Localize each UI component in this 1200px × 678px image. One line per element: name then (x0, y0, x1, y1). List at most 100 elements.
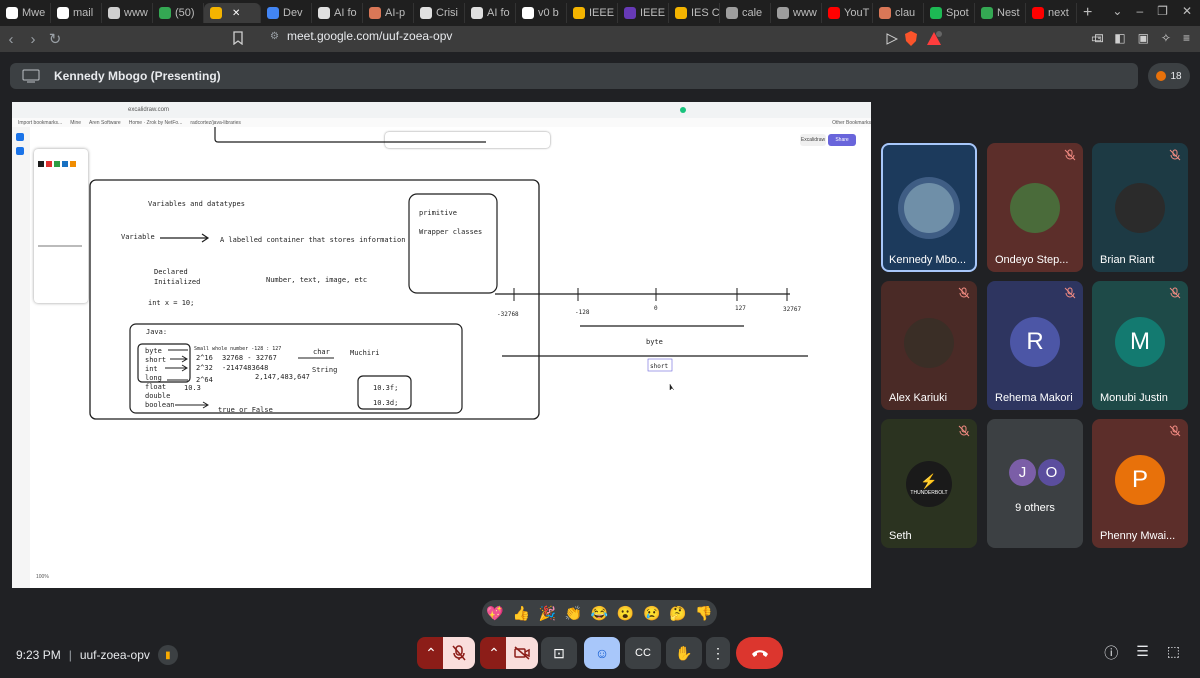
leave-call-button[interactable] (736, 637, 783, 669)
reactions-button[interactable]: ☺ (584, 637, 620, 669)
tab-close-icon[interactable]: ✕ (232, 7, 241, 19)
raise-hand-button[interactable]: ✋ (666, 637, 702, 669)
reaction-emoji[interactable]: 😮 (616, 604, 635, 621)
browser-tab[interactable]: cale (720, 3, 771, 23)
mic-button[interactable] (443, 637, 475, 669)
excalidraw-canvas[interactable]: Excalidraw Share 100% (30, 127, 871, 588)
forward-icon[interactable]: › (30, 30, 36, 48)
excalidraw-toolbar[interactable] (385, 132, 550, 148)
more-options-button[interactable]: ⋮ (706, 637, 730, 669)
color-swatches[interactable] (38, 161, 76, 167)
participant-tile[interactable]: Brian Riant (1092, 143, 1188, 272)
present-button[interactable]: ⊡ (541, 637, 577, 669)
wallet-icon[interactable]: ▣ (1137, 31, 1149, 45)
restore-icon[interactable]: ❐ (1157, 4, 1168, 18)
participant-tile[interactable]: Alex Kariuki (881, 281, 977, 410)
chat-icon[interactable]: ☰ (1136, 643, 1149, 659)
participant-name: Phenny Mwai... (1100, 530, 1176, 542)
extensions-icon[interactable]: ✧ (1160, 31, 1171, 45)
participant-tile[interactable]: Kennedy Mbo... (881, 143, 977, 272)
shared-sidebar-icon (16, 133, 24, 141)
browser-tab[interactable]: AI-p (363, 3, 414, 23)
zoom-control[interactable]: 100% (36, 574, 49, 580)
activities-icon[interactable]: ⬚ (1166, 643, 1180, 659)
site-info-icon[interactable]: ⚙ (270, 30, 279, 42)
new-tab-button[interactable]: + (1083, 4, 1093, 21)
reaction-emoji[interactable]: 🤔 (669, 604, 687, 621)
url-field[interactable]: ⚙ meet.google.com/uuf-zoea-opv (270, 29, 452, 43)
host-controls-icon[interactable]: ▮ (157, 645, 178, 665)
browser-tab[interactable]: IEEE (618, 3, 669, 23)
send-icon[interactable] (886, 33, 898, 45)
split-view-icon[interactable]: ◧ (1114, 31, 1126, 45)
browser-tab[interactable]: Crisi (414, 3, 465, 23)
browser-tab[interactable]: www (771, 3, 822, 23)
browser-tab[interactable]: IEEE (567, 3, 618, 23)
browser-tab[interactable]: clau (873, 3, 924, 23)
back-icon[interactable]: ‹ (8, 30, 14, 48)
browser-tab[interactable]: Mwe (0, 3, 51, 23)
sidebar-icon[interactable]: ▭ (1090, 31, 1103, 45)
reaction-emoji[interactable]: 🎉 (538, 604, 556, 621)
reload-icon[interactable]: ↻ (48, 31, 62, 48)
reaction-emoji[interactable]: 😂 (590, 604, 609, 621)
tab-label: AI fo (334, 7, 357, 19)
browser-tab[interactable]: Dev (261, 3, 312, 23)
reaction-emoji[interactable]: 💖 (486, 604, 504, 621)
browser-tab[interactable]: YouT (822, 3, 873, 23)
opacity-slider[interactable] (38, 245, 82, 247)
browser-tab[interactable]: v0 b (516, 3, 567, 23)
window-controls: ⌄ – ❐ ✕ (1112, 4, 1192, 18)
tick-label-5: 32767 (783, 306, 801, 313)
browser-tab[interactable]: ✕ (204, 3, 261, 23)
browser-tab[interactable]: AI fo (312, 3, 363, 23)
reaction-emoji[interactable]: 👍 (512, 604, 530, 621)
mic-muted-icon (1169, 149, 1181, 161)
brave-shield-icon[interactable] (904, 31, 918, 46)
camera-off-icon (514, 646, 530, 660)
browser-tab[interactable]: AI fo (465, 3, 516, 23)
share-button[interactable]: Share (828, 134, 856, 146)
minimize-icon[interactable]: – (1136, 4, 1144, 18)
camera-button[interactable] (506, 637, 538, 669)
favicon-icon (1032, 7, 1044, 19)
pow64-text: 2^64 (196, 376, 213, 384)
bookmark-icon[interactable] (232, 31, 244, 45)
range64-text: 2,147,483,647 (255, 373, 310, 381)
participant-tile[interactable]: Ondeyo Step... (987, 143, 1083, 272)
tab-search-icon[interactable]: ⌄ (1112, 4, 1123, 18)
browser-tab[interactable]: (50) (153, 3, 204, 23)
browser-tab[interactable]: next (1026, 3, 1077, 23)
browser-tab[interactable]: www (102, 3, 153, 23)
rewards-icon[interactable] (926, 31, 942, 46)
menu-icon[interactable]: ≡ (1182, 31, 1190, 45)
reaction-emoji[interactable]: 😢 (642, 604, 661, 621)
close-window-icon[interactable]: ✕ (1181, 4, 1192, 18)
browser-tab[interactable]: Nest (975, 3, 1026, 23)
screenshot-icon[interactable]: ⊡ (1093, 31, 1104, 45)
tab-label: cale (742, 7, 763, 19)
reaction-emoji[interactable]: 👎 (695, 604, 713, 621)
browser-tab[interactable]: IES C (669, 3, 720, 23)
tab-label: mail (73, 7, 94, 19)
browser-tab[interactable]: Spot (924, 3, 975, 23)
video-options-button[interactable]: ⌃ (480, 637, 508, 669)
participants-button[interactable]: 18 (1148, 63, 1190, 89)
library-button[interactable]: Excalidraw (800, 134, 826, 146)
type-short: short (145, 356, 166, 364)
reaction-emoji[interactable]: 👏 (564, 604, 583, 621)
address-bar: ‹ › ↻ ⚙ meet.google.com/uuf-zoea-opv ▭ ◧… (0, 26, 1200, 52)
code-text: int x = 10; (148, 299, 194, 307)
types-box (137, 343, 191, 383)
browser-tab[interactable]: mail (51, 3, 102, 23)
captions-button[interactable]: CC (625, 637, 661, 669)
properties-panel[interactable] (34, 149, 88, 303)
audio-options-button[interactable]: ⌃ (417, 637, 445, 669)
tab-label: v0 b (538, 7, 559, 19)
info-icon[interactable]: ⓘ (1104, 645, 1119, 661)
